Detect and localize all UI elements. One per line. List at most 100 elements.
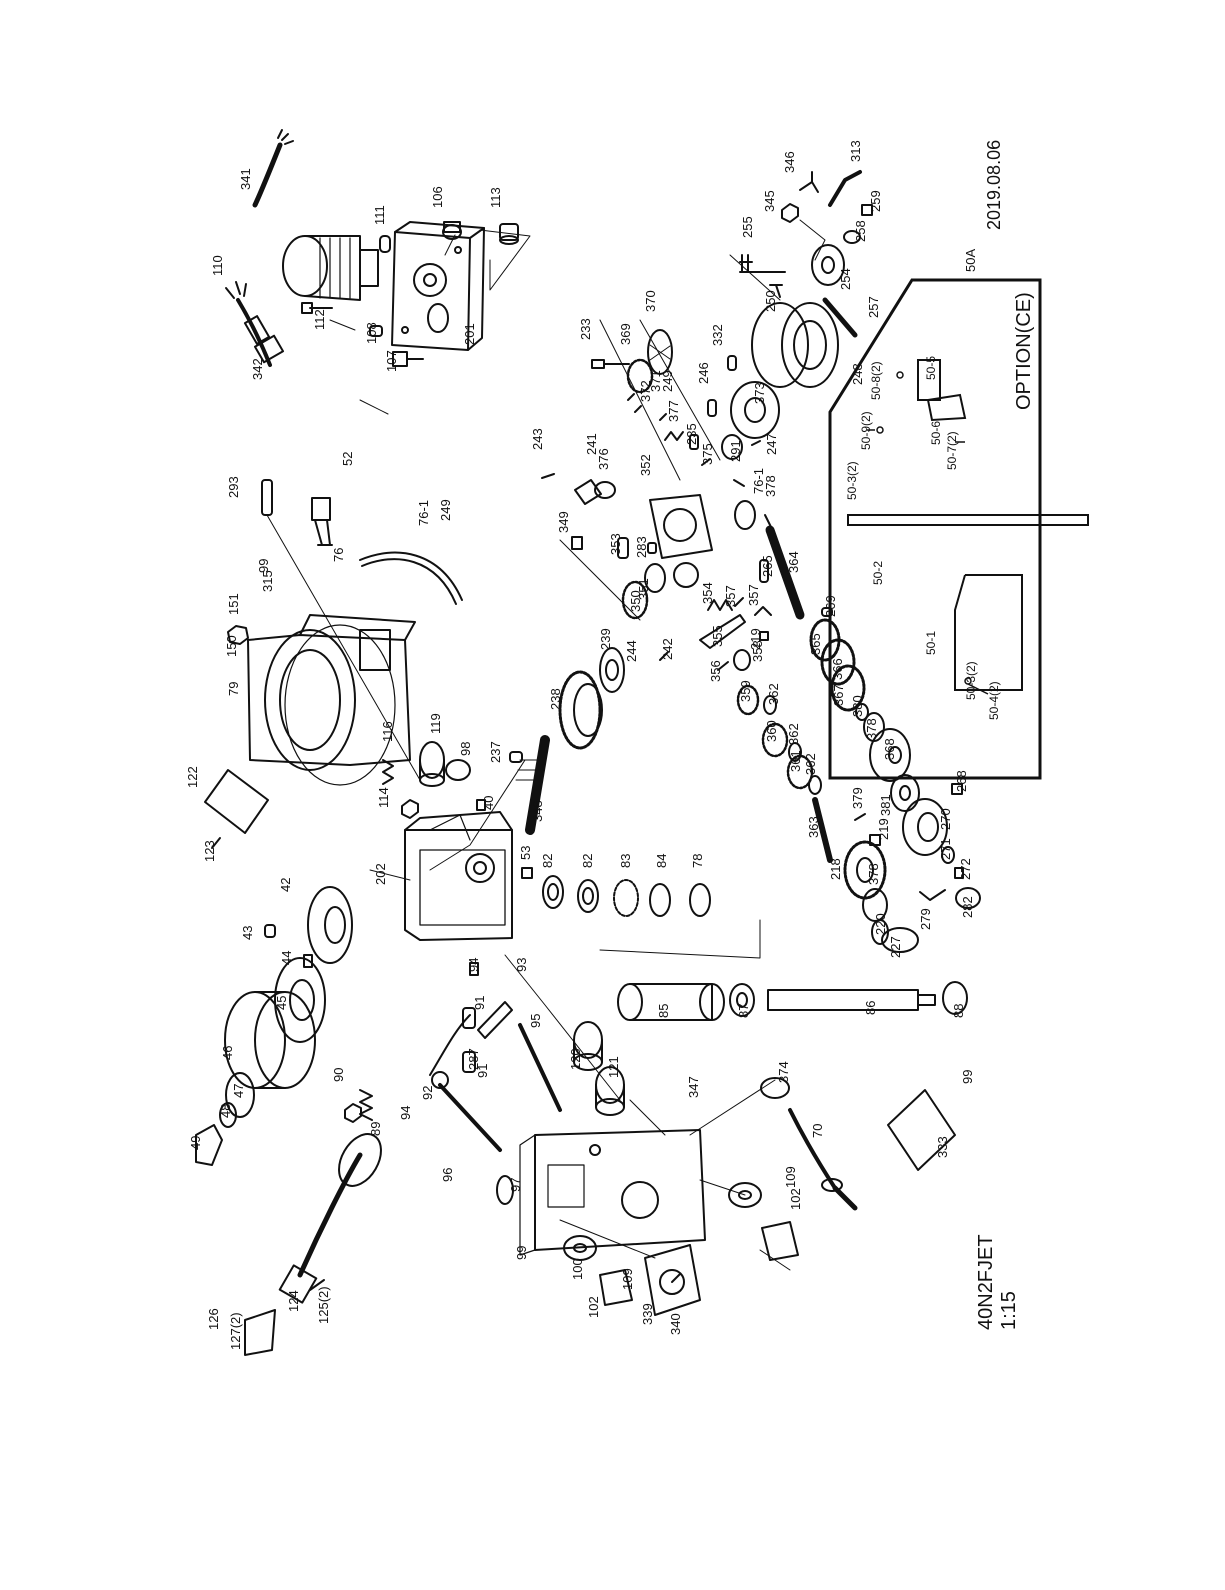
part-shaft-95-icon <box>518 1023 562 1112</box>
callout-label: 348 <box>530 800 545 822</box>
part-hub-42-icon <box>307 886 353 964</box>
rotated-drawing-area <box>195 129 1089 1356</box>
callout-label: 219 <box>748 628 763 650</box>
part-fork-355-icon <box>699 614 746 649</box>
part-bearing-378c-icon <box>734 500 756 530</box>
part-link-93-icon <box>477 1001 513 1039</box>
callout-label: 365 <box>808 633 823 655</box>
part-motor-110-icon <box>282 235 379 301</box>
part-pin-357a-icon <box>717 661 729 671</box>
callout-label: 254 <box>838 268 853 290</box>
part-hub-239-icon <box>599 647 625 693</box>
callout-label: 293 <box>226 476 241 498</box>
part-key-287-icon <box>462 1051 476 1073</box>
part-handle-279-icon <box>919 889 946 901</box>
part-nut-90-icon <box>344 1103 362 1123</box>
part-switch-50-6-icon <box>926 393 967 422</box>
part-pin-243-icon <box>541 473 555 479</box>
part-pin-219a-icon <box>759 631 769 641</box>
callout-label: 94 <box>398 1106 413 1120</box>
callout-label: 271 <box>938 838 953 860</box>
part-pin-356-icon <box>754 606 772 616</box>
part-cover-333-icon <box>887 1089 956 1171</box>
callout-label: 93 <box>514 958 529 972</box>
callout-label: 342 <box>250 358 265 380</box>
callout-label: 87 <box>736 1004 751 1018</box>
callout-label: 116 <box>380 721 395 742</box>
drawing-date: 2019.08.06 <box>984 140 1004 230</box>
part-bushing-100-icon <box>563 1235 597 1261</box>
callout-label: 150 <box>224 635 239 657</box>
callout-label: 40 <box>481 796 496 810</box>
callout-label: 375 <box>700 443 715 465</box>
callout-label: 92 <box>420 1086 435 1100</box>
callout-label: 379 <box>850 787 865 809</box>
part-lockwasher-83-icon <box>613 879 639 917</box>
part-shaft-293-icon <box>261 479 421 781</box>
callout-label: 269 <box>823 595 838 617</box>
part-pin-357b-icon <box>734 597 744 607</box>
part-clip-76-1b-icon <box>733 479 745 487</box>
drawing-model: 40N2FJET <box>975 1234 997 1330</box>
callout-label: 82 <box>580 854 595 868</box>
part-plate-122-icon <box>204 769 269 834</box>
callout-label: 47 <box>231 1084 246 1098</box>
callout-label: 52 <box>340 452 355 466</box>
callout-label: 250 <box>763 290 778 312</box>
part-washer-362c-icon <box>808 775 822 795</box>
part-screw-233-icon <box>591 359 630 369</box>
part-screw-349-icon <box>571 536 583 550</box>
part-bushing-121-icon <box>595 1066 625 1116</box>
callout-label: 268 <box>954 770 969 792</box>
callout-label: 363 <box>806 816 821 838</box>
part-shaft-96-icon <box>438 1083 502 1152</box>
part-drum-46-icon <box>224 991 316 1089</box>
callout-label: 102 <box>788 1188 803 1210</box>
callout-label: 372 <box>638 380 653 402</box>
callout-label: 257 <box>866 296 881 318</box>
callout-label: 248 <box>850 363 865 385</box>
part-screw-50-3-icon <box>964 677 989 695</box>
option-part-label: 50-9(2) <box>859 411 873 450</box>
option-part-label: 50-4(2) <box>987 681 1001 720</box>
part-bracket-126-icon <box>244 1309 276 1356</box>
part-knob-102b-icon <box>761 1221 799 1261</box>
callout-label: 366 <box>830 658 845 680</box>
part-knob-49-icon <box>195 1124 223 1166</box>
part-guard-50-1-icon <box>954 574 1023 691</box>
part-lever-124-icon <box>278 1133 382 1304</box>
part-shaft-348-icon <box>515 735 550 835</box>
part-screw-272-icon <box>954 867 964 879</box>
callout-label: 347 <box>686 1076 701 1098</box>
callout-label: 237 <box>488 741 503 763</box>
callout-label: 119 <box>428 713 443 734</box>
part-washer-381-icon <box>890 774 920 812</box>
part-washer-48-icon <box>219 1102 237 1128</box>
part-ring-248-icon <box>751 302 839 388</box>
part-ring-78-icon <box>689 883 711 917</box>
part-shaft-364-icon <box>764 514 805 620</box>
callout-label: 42 <box>278 878 293 892</box>
callout-label: 48 <box>218 1104 233 1118</box>
part-wheel-45-icon <box>274 957 326 1043</box>
part-screw-125-icon <box>309 1279 325 1291</box>
callout-label: 249 <box>660 370 675 392</box>
callout-label: 102 <box>586 1296 601 1318</box>
part-bearing-82a-icon <box>542 875 564 909</box>
callout-label: 357 <box>723 585 738 607</box>
part-washer-362b-icon <box>788 742 802 762</box>
callout-label: 123 <box>202 840 217 862</box>
option-part-label: 50-3(2) <box>845 461 859 500</box>
part-clip-249b-icon <box>659 413 667 421</box>
callout-label: 359 <box>738 680 753 702</box>
callout-label: 356 <box>708 660 723 682</box>
part-cable-342-icon <box>225 281 285 367</box>
option-ce-box <box>828 278 1089 780</box>
callout-label: 353 <box>608 533 623 555</box>
part-cap-98-icon <box>445 759 471 781</box>
part-front-panel-347-icon <box>519 1129 706 1256</box>
callout-label: 111 <box>372 205 387 225</box>
